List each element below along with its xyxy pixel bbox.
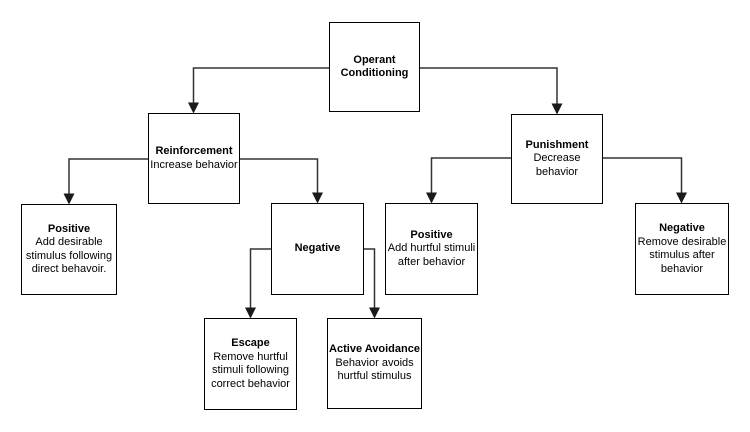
node-title: Escape [231,337,270,349]
node-title: Negative [294,242,341,255]
node-punishment-positive: Positive Add hurtful stimuli after behav… [385,203,478,295]
node-active-avoidance: Active Avoidance Behavior avoids hurtful… [327,318,422,409]
node-escape: Escape Remove hurtful stimuli following … [204,318,297,410]
node-reinforcement: Reinforcement Increase behavior [148,113,240,204]
node-punishment: Punishment Decrease behavior [511,114,603,204]
node-title: Reinforcement [155,145,233,157]
node-subtitle: Behavior avoids hurtful stimulus [335,356,414,383]
node-subtitle: Add hurtful stimuli after behavior [387,242,476,268]
edge-operant-to-punishment [420,67,563,115]
edge-negative-to-escape [245,248,271,319]
node-reinforcement-positive: Positive Add desirable stimulus followin… [21,204,117,295]
node-reinforcement-negative: Negative [271,203,364,295]
node-subtitle: Add desirable stimulus following direct … [25,236,113,275]
edge-operant-to-reinforcement [188,67,329,114]
node-title: Positive [47,222,91,235]
node-title: Punishment [525,138,589,151]
edge-reinforcement-to-negative [240,158,323,204]
node-title: Active Avoidance [329,343,420,356]
edge-punishment-to-negative [603,157,687,204]
edge-reinforcement-to-positive [63,158,148,205]
edge-punishment-to-positive [426,157,511,204]
node-title: Operant Conditioning [340,53,409,80]
node-subtitle: Remove hurtful stimuli following correct… [211,350,290,390]
edge-negative-to-active-avoidance [364,248,380,319]
node-punishment-negative: Negative Remove desirable stimulus after… [635,203,729,295]
node-operant-conditioning: Operant Conditioning [329,22,420,112]
node-subtitle: Increase behavior [150,158,238,171]
node-title: Negative [659,222,705,234]
node-subtitle: Decrease behavior [533,152,581,178]
node-title: Positive [410,228,453,241]
node-subtitle: Remove desirable stimulus after behavior [637,235,727,275]
